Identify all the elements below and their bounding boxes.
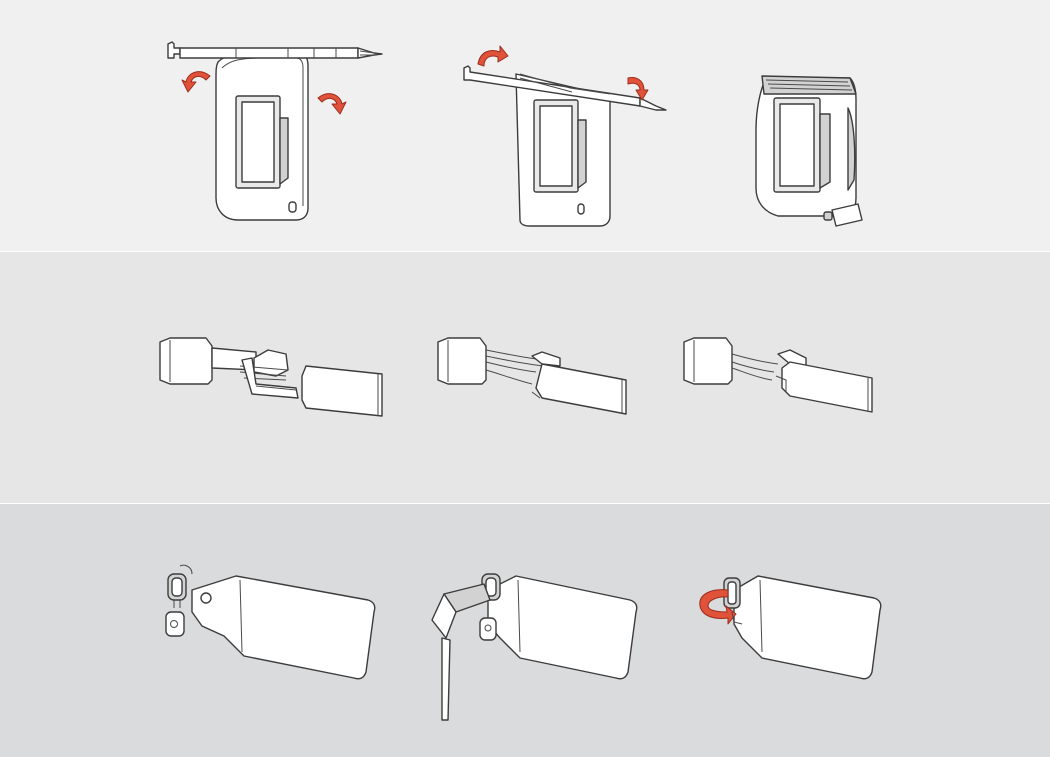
clip-step-3-illustration bbox=[683, 337, 873, 413]
seal-step-1-illustration bbox=[167, 41, 383, 221]
clip-step-1-illustration bbox=[159, 337, 383, 417]
seal-step-3-illustration bbox=[755, 75, 863, 227]
tether-step-1 bbox=[162, 560, 382, 690]
clip-step-2-illustration bbox=[437, 337, 627, 415]
fold-arrow-icon bbox=[317, 93, 347, 115]
tether-step-1-illustration bbox=[165, 564, 376, 680]
panel-clip-closure bbox=[0, 251, 1050, 504]
seal-step-2 bbox=[460, 40, 680, 230]
seal-step-1 bbox=[160, 38, 390, 228]
fold-arrow-icon bbox=[477, 45, 509, 67]
fold-arrow-icon bbox=[181, 71, 211, 93]
clip-step-1 bbox=[156, 336, 396, 426]
tether-step-3-illustration bbox=[699, 575, 882, 680]
fold-arrow-icon bbox=[627, 77, 649, 101]
seal-step-2-illustration bbox=[463, 45, 667, 227]
clip-step-2 bbox=[436, 336, 636, 426]
clip-step-3 bbox=[682, 336, 882, 426]
panel-tether-attachment bbox=[0, 503, 1050, 757]
panel-sealing bbox=[0, 0, 1050, 251]
tether-step-3 bbox=[694, 560, 894, 690]
tether-step-2 bbox=[428, 560, 648, 730]
seal-step-3 bbox=[750, 70, 880, 240]
wrap-arrow-icon bbox=[699, 589, 737, 625]
tether-step-2-illustration bbox=[431, 573, 638, 721]
